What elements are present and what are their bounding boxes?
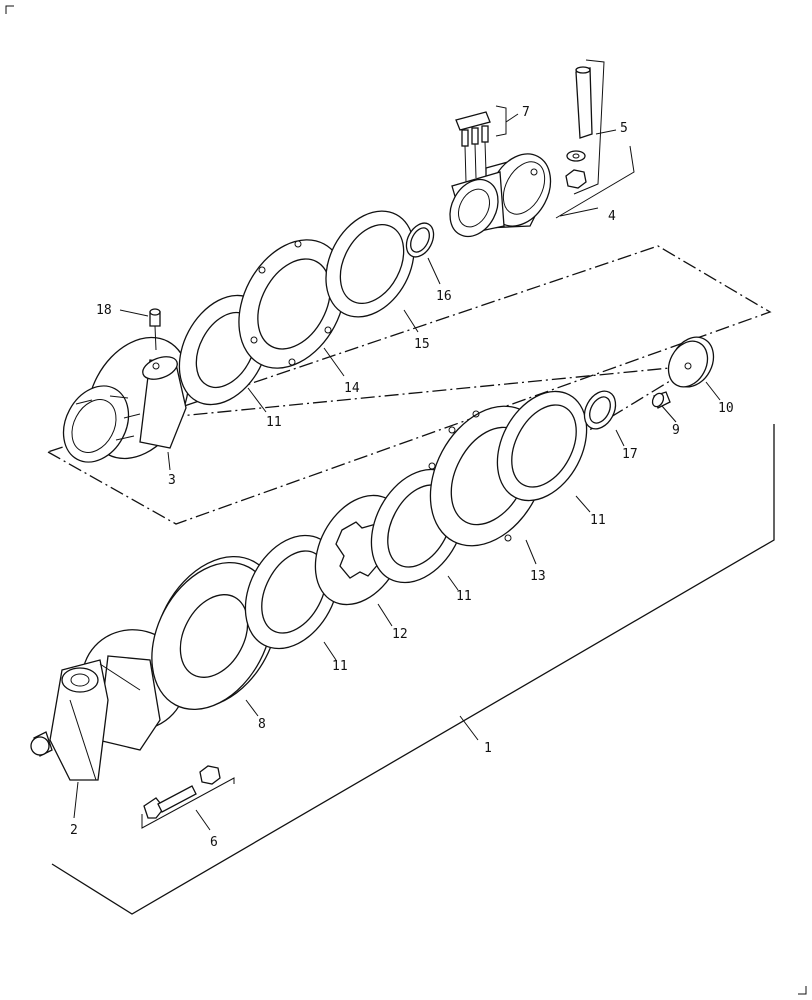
label-part-5: 5 <box>620 121 628 136</box>
screw-part-9 <box>651 391 671 409</box>
label-part-12: 12 <box>392 627 408 642</box>
friction-ring-part-15 <box>325 210 415 318</box>
friction-ring-part-11-right <box>496 390 588 502</box>
label-part-4: 4 <box>608 209 616 224</box>
bracket-part-4 <box>555 145 635 219</box>
label-part-17: 17 <box>622 447 638 462</box>
label-part-11-right: 11 <box>590 513 606 528</box>
label-part-18: 18 <box>96 303 112 318</box>
washer-part-17 <box>583 390 617 430</box>
label-part-13: 13 <box>530 569 546 584</box>
sub-assembly-outline <box>46 245 772 525</box>
label-part-11-lower-left: 11 <box>332 659 348 674</box>
end-cap-part-10 <box>667 336 715 388</box>
pin-washer-nut-part-5 <box>565 66 593 189</box>
label-part-10: 10 <box>718 401 734 416</box>
key-and-screws-part-7 <box>455 111 491 183</box>
assembly-bracket-1 <box>51 424 775 915</box>
bracket-part-7 <box>495 105 519 137</box>
washer-part-16 <box>405 222 435 258</box>
upper-axis <box>97 365 691 425</box>
flange-plate-part-14 <box>238 239 346 369</box>
label-part-11-upper: 11 <box>266 415 282 430</box>
label-part-7: 7 <box>522 105 530 120</box>
crop-mark-bottom-right <box>798 986 807 995</box>
bolt-and-nut-part-6 <box>141 765 235 829</box>
grease-fitting-part-18 <box>149 308 161 351</box>
leader-lines <box>73 257 721 831</box>
label-part-6: 6 <box>210 835 218 850</box>
label-part-9: 9 <box>672 423 680 438</box>
label-part-14: 14 <box>344 381 360 396</box>
label-part-3: 3 <box>168 473 176 488</box>
label-part-8: 8 <box>258 717 266 732</box>
bracket-part-5 <box>573 59 617 195</box>
label-part-11-middle: 11 <box>456 589 472 604</box>
hub-part-3 <box>62 336 190 463</box>
splined-hub-part-4 <box>449 153 552 238</box>
crop-mark-top-left <box>5 5 14 14</box>
label-part-1: 1 <box>484 741 492 756</box>
label-part-15: 15 <box>414 337 430 352</box>
label-part-16: 16 <box>436 289 452 304</box>
label-part-2: 2 <box>70 823 78 838</box>
